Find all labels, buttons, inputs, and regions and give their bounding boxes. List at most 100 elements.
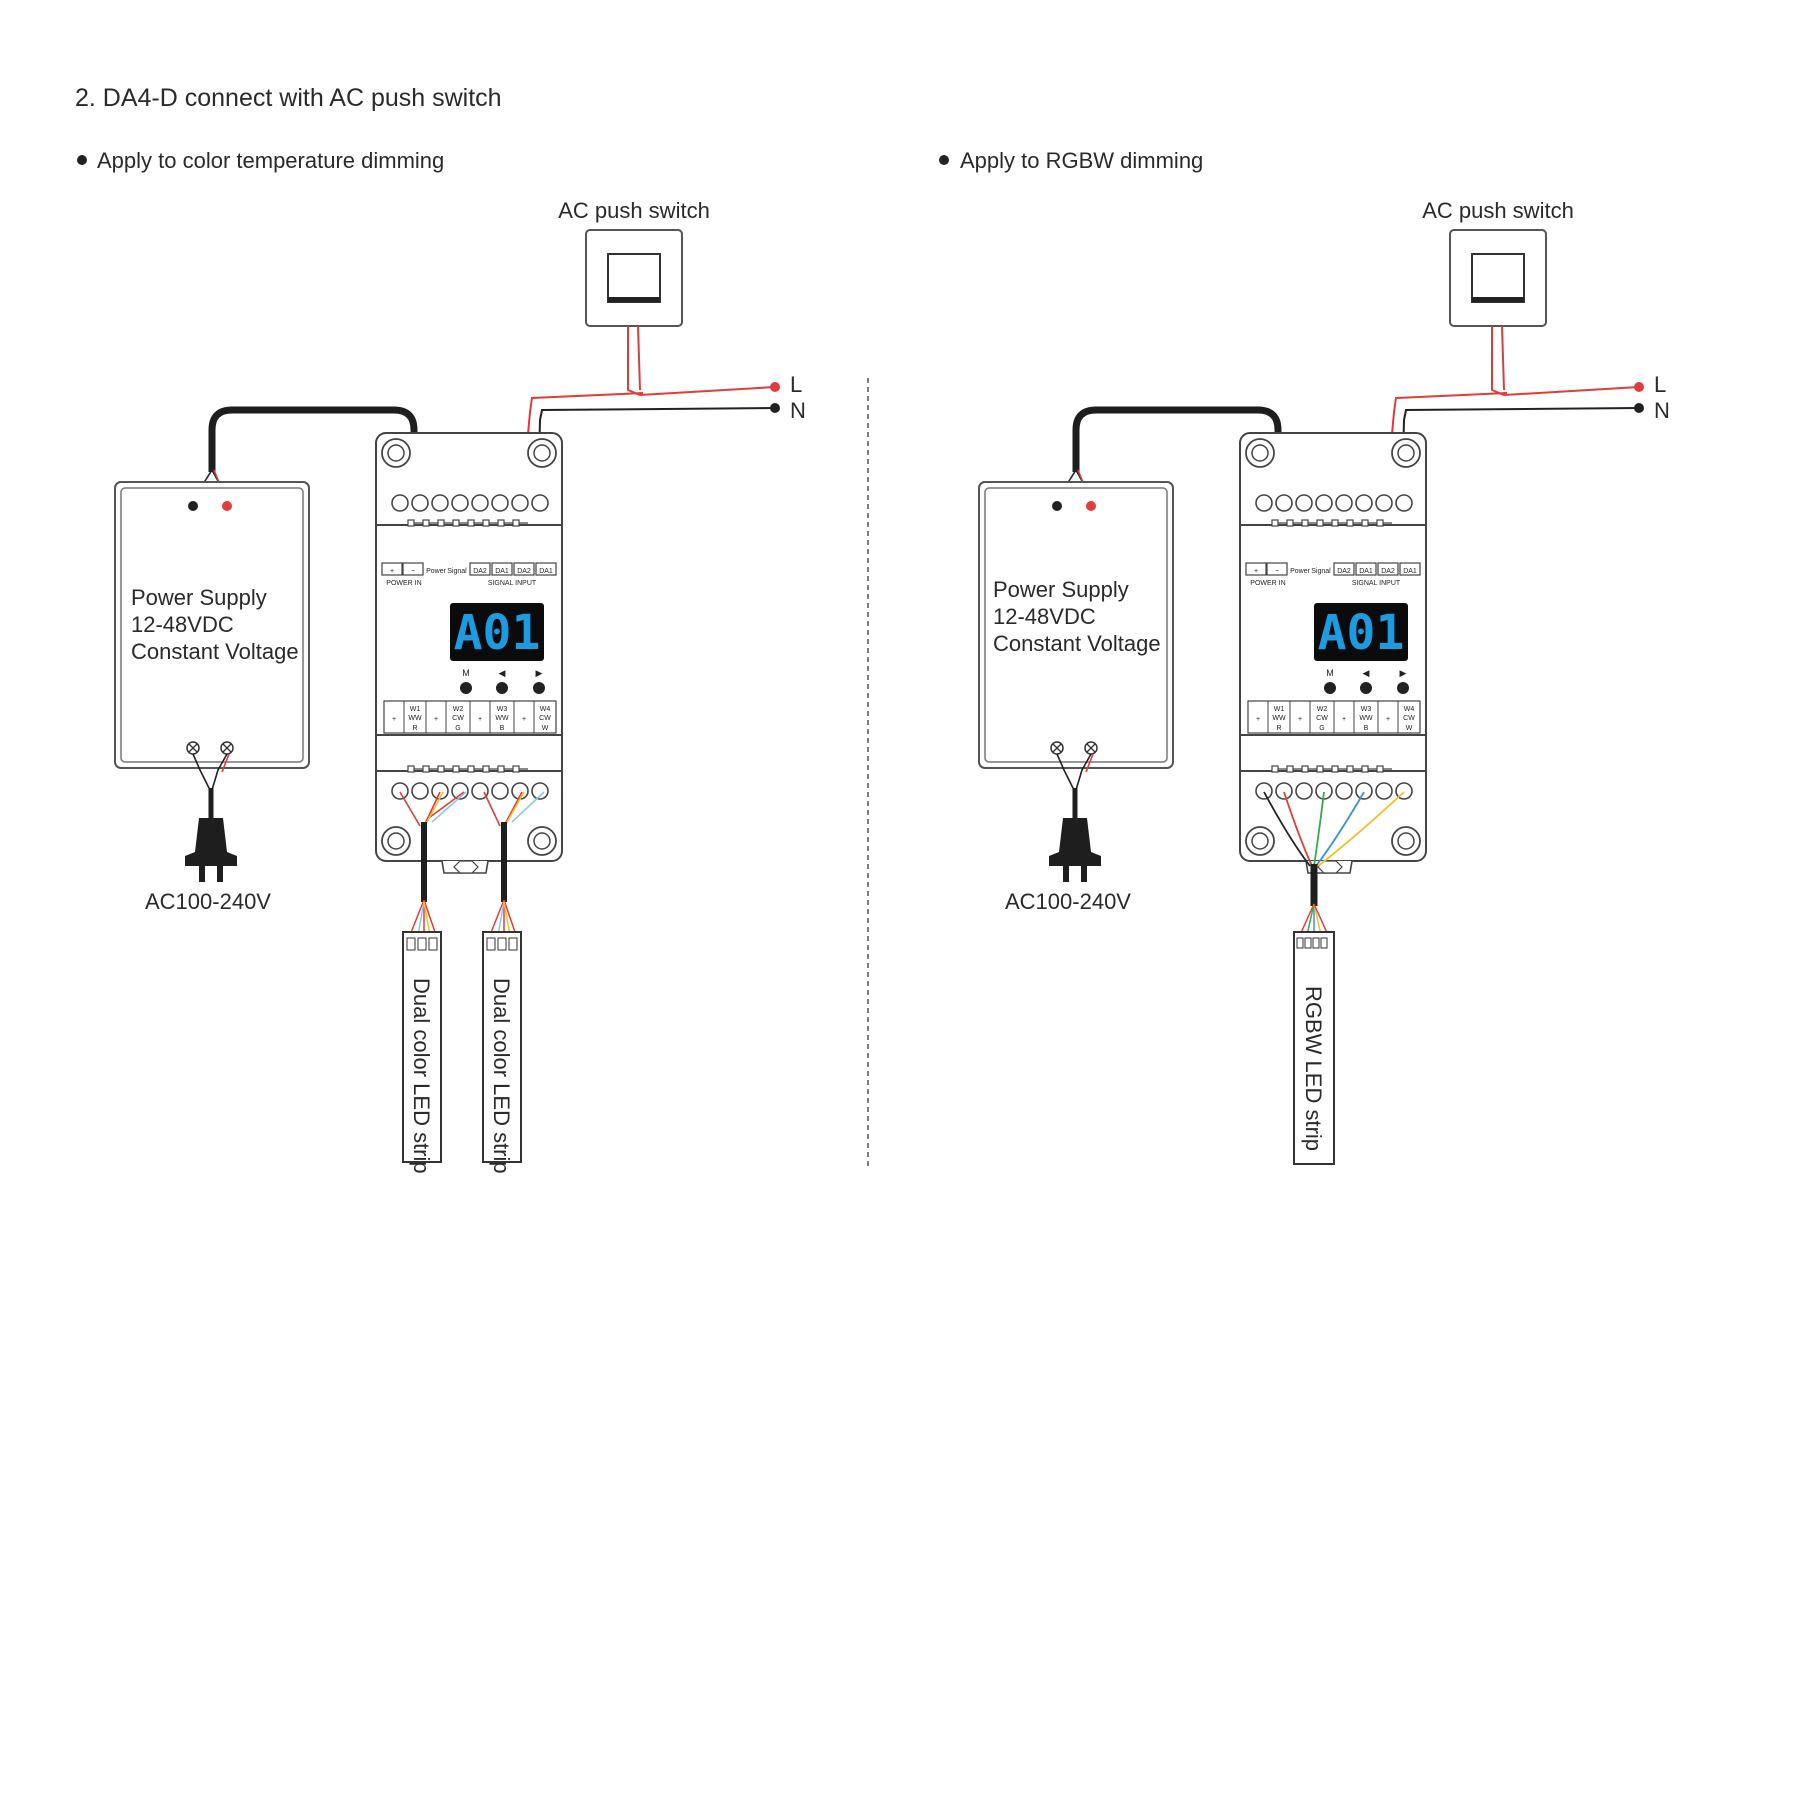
svg-text:Signal: Signal <box>1311 568 1331 575</box>
left-switch-label: AC push switch <box>558 198 710 223</box>
svg-text:Power: Power <box>1290 568 1311 575</box>
svg-text:+: + <box>392 716 396 723</box>
right-l-terminal <box>1634 382 1644 392</box>
svg-text:DA1: DA1 <box>1403 568 1417 575</box>
bullet-dot <box>939 155 949 165</box>
svg-text:CW: CW <box>452 715 464 722</box>
right-ps-line1: Power Supply <box>993 577 1129 602</box>
svg-text:B: B <box>500 725 505 732</box>
svg-text:W1: W1 <box>1274 706 1285 713</box>
svg-text:DA2: DA2 <box>473 568 487 575</box>
right-controller: + − Power Signal DA2 DA1 DA2 DA1 POWER I… <box>1239 432 1427 874</box>
left-l-label: L <box>790 372 802 397</box>
svg-text:CW: CW <box>539 715 551 722</box>
left-display-readout: A01 <box>454 605 541 661</box>
left-ps-line1: Power Supply <box>131 585 267 610</box>
svg-text:+: + <box>1254 568 1258 575</box>
svg-text:W3: W3 <box>1361 706 1372 713</box>
svg-text:W4: W4 <box>1404 706 1415 713</box>
svg-text:DA1: DA1 <box>495 568 509 575</box>
svg-text:+: + <box>390 568 394 575</box>
page-title: 2. DA4-D connect with AC push switch <box>75 84 502 112</box>
svg-text:W4: W4 <box>540 706 551 713</box>
left-power-cable <box>208 406 418 472</box>
left-n-terminal <box>770 403 780 413</box>
svg-text:B: B <box>1364 725 1369 732</box>
svg-text:W1: W1 <box>410 706 421 713</box>
left-ps-line2: 12-48VDC <box>131 612 234 637</box>
right-power-cable <box>1072 406 1282 472</box>
svg-text:WW: WW <box>495 715 509 722</box>
svg-text:R: R <box>412 725 417 732</box>
right-strip-label: RGBW LED strip <box>1301 986 1326 1151</box>
left-panel: Apply to color temperature dimming AC pu… <box>77 148 806 1174</box>
svg-text:DA2: DA2 <box>1381 568 1395 575</box>
right-btn-left[interactable]: ◀ <box>1363 668 1370 678</box>
svg-text:+: + <box>1386 716 1390 723</box>
right-ac-plug <box>1049 818 1101 882</box>
svg-text:W: W <box>1406 725 1413 732</box>
right-ps-line2: 12-48VDC <box>993 604 1096 629</box>
right-l-label: L <box>1654 372 1666 397</box>
right-ac-label: AC100-240V <box>1005 889 1131 914</box>
left-strip2-label: Dual color LED strip <box>489 978 514 1174</box>
svg-text:G: G <box>455 725 460 732</box>
svg-text:WW: WW <box>408 715 422 722</box>
right-ps-line3: Constant Voltage <box>993 631 1161 656</box>
left-btn-m[interactable]: M <box>462 668 470 678</box>
svg-text:W2: W2 <box>1317 706 1328 713</box>
left-bullet-text: Apply to color temperature dimming <box>97 148 444 173</box>
svg-text:+: + <box>1256 716 1260 723</box>
svg-text:DA2: DA2 <box>1337 568 1351 575</box>
right-bullet-text: Apply to RGBW dimming <box>960 148 1203 173</box>
svg-text:POWER IN: POWER IN <box>386 580 421 587</box>
left-l-terminal <box>770 382 780 392</box>
svg-text:+: + <box>434 716 438 723</box>
svg-text:W: W <box>542 725 549 732</box>
svg-text:+: + <box>1298 716 1302 723</box>
svg-text:+: + <box>478 716 482 723</box>
svg-text:+: + <box>1342 716 1346 723</box>
svg-text:DA1: DA1 <box>1359 568 1373 575</box>
svg-text:SIGNAL INPUT: SIGNAL INPUT <box>488 580 537 587</box>
right-btn-m[interactable]: M <box>1326 668 1334 678</box>
left-ps-line3: Constant Voltage <box>131 639 299 664</box>
svg-text:CW: CW <box>1403 715 1415 722</box>
right-switch-label: AC push switch <box>1422 198 1574 223</box>
left-strip1-label: Dual color LED strip <box>409 978 434 1174</box>
svg-text:−: − <box>411 568 415 575</box>
svg-text:G: G <box>1319 725 1324 732</box>
right-n-terminal <box>1634 403 1644 413</box>
svg-text:POWER IN: POWER IN <box>1250 580 1285 587</box>
svg-text:−: − <box>1275 568 1279 575</box>
svg-text:R: R <box>1276 725 1281 732</box>
left-btn-right[interactable]: ▶ <box>536 668 543 678</box>
right-push-switch <box>1449 229 1547 327</box>
left-ac-plug <box>185 818 237 882</box>
left-led-strip-1: Dual color LED strip <box>402 931 442 1174</box>
right-rgbw-led-strip: RGBW LED strip <box>1293 931 1335 1165</box>
right-panel: Apply to RGBW dimming AC push switch L N… <box>939 148 1670 1165</box>
bullet-dot <box>77 155 87 165</box>
svg-text:CW: CW <box>1316 715 1328 722</box>
svg-text:Signal: Signal <box>447 568 467 575</box>
svg-text:W2: W2 <box>453 706 464 713</box>
left-push-switch <box>585 229 683 327</box>
svg-text:SIGNAL INPUT: SIGNAL INPUT <box>1352 580 1401 587</box>
svg-text:DA1: DA1 <box>539 568 553 575</box>
svg-text:+: + <box>522 716 526 723</box>
svg-text:DA2: DA2 <box>517 568 531 575</box>
left-n-label: N <box>790 398 806 423</box>
svg-text:WW: WW <box>1359 715 1373 722</box>
right-display-readout: A01 <box>1318 605 1405 661</box>
right-btn-right[interactable]: ▶ <box>1400 668 1407 678</box>
right-n-label: N <box>1654 398 1670 423</box>
left-led-strip-2: Dual color LED strip <box>482 931 522 1174</box>
svg-text:W3: W3 <box>497 706 508 713</box>
svg-text:Power: Power <box>426 568 447 575</box>
left-controller: + − Power Signal DA2 DA1 DA2 DA1 POWER I… <box>375 432 563 874</box>
left-btn-left[interactable]: ◀ <box>499 668 506 678</box>
svg-text:WW: WW <box>1272 715 1286 722</box>
left-ac-label: AC100-240V <box>145 889 271 914</box>
